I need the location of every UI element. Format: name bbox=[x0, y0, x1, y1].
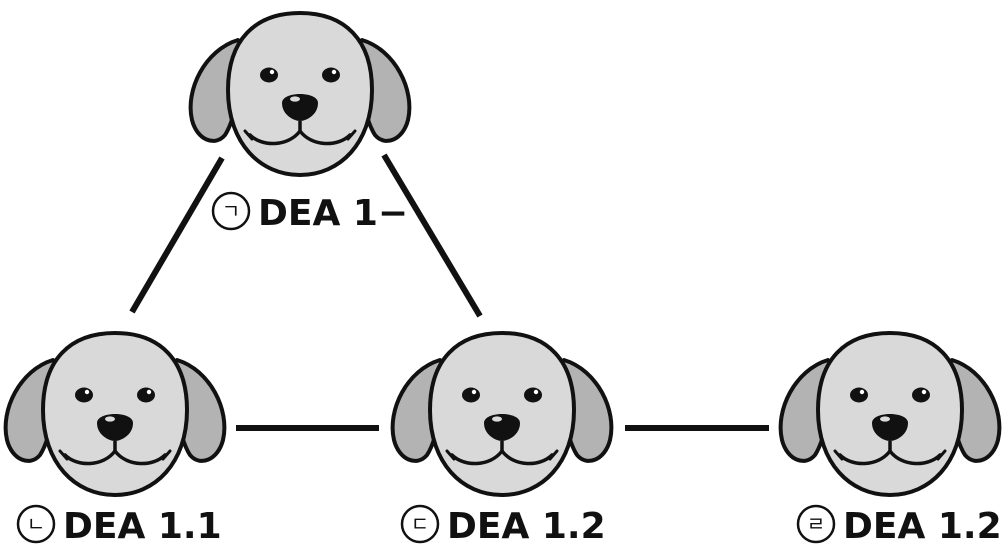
node-marker: ㄷ bbox=[411, 512, 429, 536]
right-cheek-line bbox=[161, 449, 172, 461]
right-cheek-line bbox=[936, 449, 947, 461]
nose-highlight bbox=[105, 416, 115, 422]
left-eye-highlight bbox=[859, 389, 865, 395]
nose-highlight bbox=[290, 96, 300, 102]
node-n3: ㄷ DEA 1.2 bbox=[390, 330, 614, 547]
right-eye-highlight bbox=[921, 389, 927, 395]
marker-circle bbox=[16, 504, 56, 544]
edge-n1-n3 bbox=[381, 153, 483, 318]
dog-head-icon bbox=[778, 330, 1002, 498]
nose-highlight bbox=[492, 416, 502, 422]
nose-highlight bbox=[880, 416, 890, 422]
right-eye bbox=[524, 387, 542, 403]
node-label: DEA 1.2 bbox=[843, 506, 1002, 547]
mouth bbox=[450, 448, 554, 466]
left-cheek-line bbox=[445, 449, 456, 461]
node-n4: ㄹ DEA 1.2 bbox=[778, 330, 1002, 547]
right-eye bbox=[137, 387, 155, 403]
mouth bbox=[838, 448, 942, 466]
nose bbox=[282, 94, 318, 121]
edges bbox=[129, 153, 769, 431]
node-label: DEA 1.1 bbox=[63, 506, 222, 547]
left-cheek-line bbox=[833, 449, 844, 461]
dog-head-icon bbox=[390, 330, 614, 498]
node-marker: ㄴ bbox=[27, 512, 45, 536]
node-marker: ㄱ bbox=[222, 199, 240, 223]
right-eye bbox=[912, 387, 930, 403]
node-label: DEA 1.2 bbox=[447, 506, 606, 547]
marker-circle bbox=[796, 504, 836, 544]
left-eye bbox=[75, 387, 93, 403]
right-eye-highlight bbox=[533, 389, 539, 395]
edge-n1-n2 bbox=[129, 156, 225, 314]
nose bbox=[872, 414, 908, 441]
node-marker: ㄹ bbox=[807, 512, 825, 536]
nose bbox=[484, 414, 520, 441]
node-n2: ㄴ DEA 1.1 bbox=[3, 330, 227, 547]
node-label: DEA 1− bbox=[258, 193, 408, 234]
right-eye-highlight bbox=[146, 389, 152, 395]
left-eye bbox=[850, 387, 868, 403]
mouth bbox=[248, 128, 352, 146]
nodes: ㄱ DEA 1− ㄴ DEA 1.1 ㄷ DEA 1.2 ㄹ DEA 1.2 bbox=[3, 10, 1002, 547]
node-n1: ㄱ DEA 1− bbox=[188, 10, 412, 234]
left-eye-highlight bbox=[84, 389, 90, 395]
right-eye bbox=[322, 67, 340, 83]
right-cheek-line bbox=[346, 129, 357, 141]
right-eye-highlight bbox=[331, 69, 337, 75]
left-cheek-line bbox=[58, 449, 69, 461]
marker-circle bbox=[400, 504, 440, 544]
nose bbox=[97, 414, 133, 441]
dog-head-icon bbox=[188, 10, 412, 178]
mouth bbox=[63, 448, 167, 466]
marker-circle bbox=[211, 191, 251, 231]
left-eye-highlight bbox=[269, 69, 275, 75]
left-eye-highlight bbox=[471, 389, 477, 395]
left-eye bbox=[462, 387, 480, 403]
dog-head-icon bbox=[3, 330, 227, 498]
right-cheek-line bbox=[548, 449, 559, 461]
left-cheek-line bbox=[243, 129, 254, 141]
left-eye bbox=[260, 67, 278, 83]
